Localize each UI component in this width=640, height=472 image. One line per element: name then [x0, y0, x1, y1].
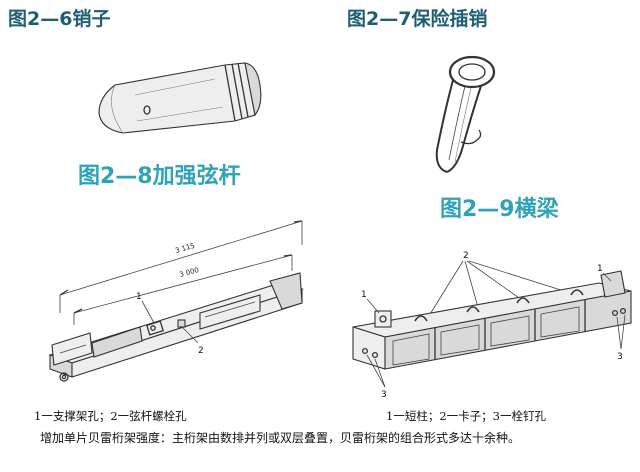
body-paragraph: 增加单片贝雷桁架强度：主桁架由数排并列或双层叠置，贝雷桁架的组合形式多达十余种。: [40, 431, 521, 445]
chord-illustration: 3 115 3 000 1 2: [48, 220, 304, 382]
figure-2-6-title: 图2—6销子: [8, 8, 111, 30]
chord-callout-2: 2: [198, 346, 204, 356]
figure-2-8-title: 图2—8加强弦杆: [78, 164, 241, 189]
safety-pin-illustration: [435, 55, 496, 173]
beam-callout-2: 2: [463, 251, 469, 261]
beam-callout-1-right: 1: [597, 264, 603, 274]
beam-callout-3-right: 3: [617, 352, 623, 362]
figure-2-9-caption: 1一短柱；2一卡子；3一栓钉孔: [386, 409, 546, 423]
figure-2-8-caption: 1一支撑架孔；2一弦杆螺栓孔: [34, 409, 187, 423]
dimension-label-inner: 3 000: [178, 266, 199, 279]
beam-callout-1-left: 1: [361, 290, 367, 300]
chord-callout-1: 1: [136, 292, 142, 302]
figure-2-9-title: 图2—9横梁: [440, 197, 559, 222]
beam-callout-3-left: 3: [381, 390, 387, 400]
beam-illustration: 2 1 1 3 3: [352, 251, 632, 400]
figure-2-7-title: 图2—7保险插销: [347, 8, 488, 30]
pin-illustration: [98, 62, 262, 134]
dimension-label-outer: 3 115: [174, 242, 195, 255]
